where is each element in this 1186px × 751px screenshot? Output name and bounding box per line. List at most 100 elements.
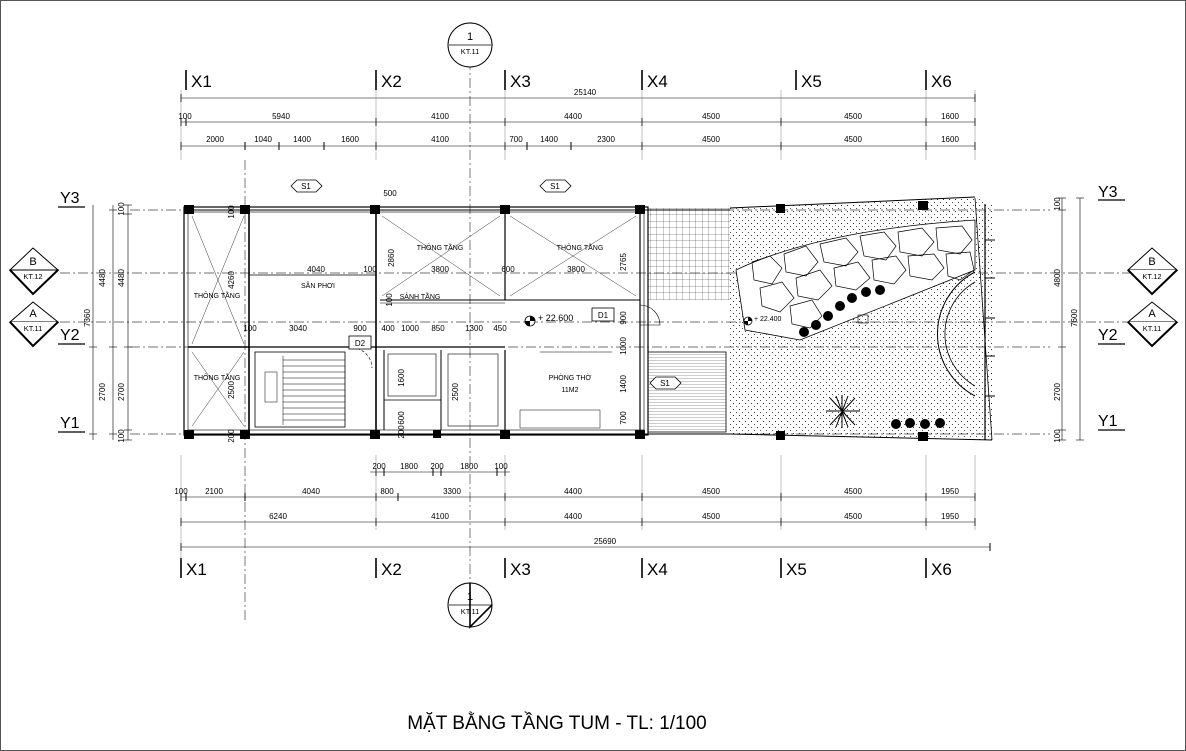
dim: 100 — [494, 462, 508, 471]
bottom-dimension-values: 200 1800 200 1800 100 100 2100 4040 800 … — [174, 462, 959, 546]
dim: 4480 — [98, 269, 107, 287]
interior-dimensions: 4260 4040 100 3800 2860 600 3800 2765 50… — [227, 189, 628, 443]
drawing-title: MẶT BẰNG TẦNG TUM - TL: 1/100 — [407, 712, 707, 734]
dim: 2500 — [227, 381, 236, 399]
section-marker-top: 1 KT.11 — [447, 22, 493, 68]
dim: 2700 — [117, 383, 126, 401]
dim: 1950 — [941, 512, 959, 521]
dim: 2000 — [206, 135, 224, 144]
axis-marker-b-right: B KT.12 — [1126, 247, 1179, 296]
section-sheet: KT.11 — [461, 47, 480, 56]
room-san-phoi: SÂN PHƠI — [301, 281, 335, 290]
dim: 900 — [353, 324, 367, 333]
dim: 3300 — [443, 487, 461, 496]
dim: 700 — [619, 411, 628, 425]
columns — [184, 201, 928, 441]
dim: 3040 — [289, 324, 307, 333]
dim: 4260 — [227, 271, 236, 289]
dim: 1800 — [400, 462, 418, 471]
terrace-garden — [647, 197, 995, 441]
top-total-dim: 25140 — [574, 88, 597, 97]
dim: 600 — [397, 411, 406, 425]
dim: 1400 — [293, 135, 311, 144]
marker-sheet: KT.12 — [1142, 272, 1161, 281]
dim: 4400 — [564, 487, 582, 496]
tags: S1 S1 S1 D1 D2 — [290, 179, 682, 390]
axis-marker-a-right: A KT.11 — [1126, 301, 1179, 348]
marker-letter: A — [29, 308, 37, 320]
grid-x1-top-label: X1 — [191, 72, 212, 91]
marker-letter: B — [1148, 256, 1155, 268]
dim: 4480 — [117, 269, 126, 287]
dim: 800 — [380, 487, 394, 496]
dim: 1950 — [941, 487, 959, 496]
dim: 1600 — [941, 135, 959, 144]
grid-y3-left-label: Y3 — [60, 190, 80, 207]
dim: 4500 — [702, 135, 720, 144]
dim: 500 — [383, 189, 397, 198]
grid-y3-right-label: Y3 — [1098, 184, 1118, 201]
dim: 1400 — [619, 375, 628, 393]
dim: 1040 — [254, 135, 272, 144]
marker-sheet: KT.11 — [1143, 324, 1162, 333]
dim: 700 — [509, 135, 523, 144]
dim: 900 — [619, 311, 628, 325]
dim: 4500 — [702, 487, 720, 496]
dim: 200 — [397, 425, 406, 439]
grid-x6-top-label: X6 — [931, 72, 952, 91]
svg-text:S1: S1 — [550, 182, 560, 191]
level-markers: + 22.600 + 22.400 — [524, 313, 782, 327]
dim: 600 — [501, 265, 515, 274]
room-thong-tang-left: THÔNG TẦNG — [194, 290, 241, 300]
grid-x5-bottom-label: X5 — [786, 560, 807, 579]
level-marker-garden: + 22.400 — [743, 316, 782, 326]
dim: 4500 — [844, 112, 862, 121]
svg-text:S1: S1 — [660, 379, 670, 388]
dim: 100 — [243, 324, 257, 333]
dim: 4040 — [302, 487, 320, 496]
grid-x5-top-label: X5 — [801, 72, 822, 91]
right-axis: Y3 Y2 Y1 100 4800 2700 100 7600 — [1053, 184, 1125, 443]
dim: 100 — [117, 202, 126, 216]
dim: 2100 — [205, 487, 223, 496]
dim: 100 — [227, 205, 236, 219]
level-marker-main: + 22.600 — [524, 313, 573, 327]
dim: 4040 — [307, 265, 325, 274]
dim: 2765 — [619, 253, 628, 271]
marker-letter: A — [1148, 308, 1156, 320]
section-marker-bottom: 1 KT.11 — [447, 582, 493, 629]
room-phong-tho-area: 11M2 — [562, 387, 579, 394]
tag-d1: D1 — [591, 307, 615, 322]
dim: 200 — [227, 429, 236, 443]
dim: 100 — [363, 265, 377, 274]
dim: 850 — [431, 324, 445, 333]
dim: 6240 — [269, 512, 287, 521]
dim: 3800 — [567, 265, 585, 274]
dim: 4400 — [564, 112, 582, 121]
tag-s1-left: S1 — [290, 179, 323, 193]
top-dimensions — [180, 90, 976, 160]
dim: 4400 — [564, 512, 582, 521]
section-sheet-bottom: KT.11 — [461, 607, 480, 616]
room-sanh-tang: SẢNH TẦNG — [400, 291, 441, 301]
marker-letter: B — [29, 256, 36, 268]
marker-sheet: KT.11 — [24, 324, 43, 333]
dim: 4500 — [844, 512, 862, 521]
dim: 3800 — [431, 265, 449, 274]
axis-marker-b-left: B KT.12 — [8, 247, 60, 296]
dim: 1000 — [401, 324, 419, 333]
grid-x6-bottom-label: X6 — [931, 560, 952, 579]
tag-s1-lower: S1 — [649, 376, 682, 390]
dim: 1600 — [941, 112, 959, 121]
bottom-dimensions — [180, 455, 991, 560]
dim: 1600 — [397, 369, 406, 387]
dim: 100 — [1053, 197, 1062, 211]
dim: 400 — [381, 324, 395, 333]
dim: 4100 — [431, 512, 449, 521]
dim: 4800 — [1053, 269, 1062, 287]
dim: 4100 — [431, 112, 449, 121]
dim: 4500 — [702, 112, 720, 121]
grid-y2-right-label: Y2 — [1098, 327, 1118, 344]
axis-marker-a-left: A KT.11 — [8, 301, 60, 348]
